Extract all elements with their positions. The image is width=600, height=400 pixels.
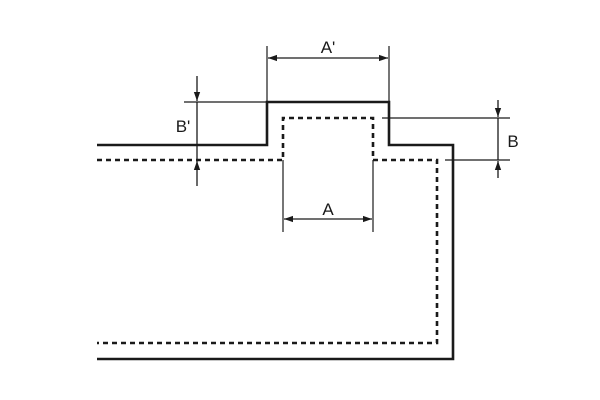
dimension-a: A — [282, 160, 374, 232]
label-b-prime: B' — [176, 117, 191, 136]
dimension-b: B — [382, 100, 519, 178]
label-a-prime: A' — [321, 38, 336, 57]
outer-solid-profile — [97, 100, 455, 361]
label-b: B — [507, 132, 518, 151]
dimension-b-prime: B' — [176, 76, 267, 186]
dimension-a-prime: A' — [266, 38, 390, 102]
inner-dashed-profile — [97, 116, 439, 345]
label-a: A — [322, 200, 334, 219]
